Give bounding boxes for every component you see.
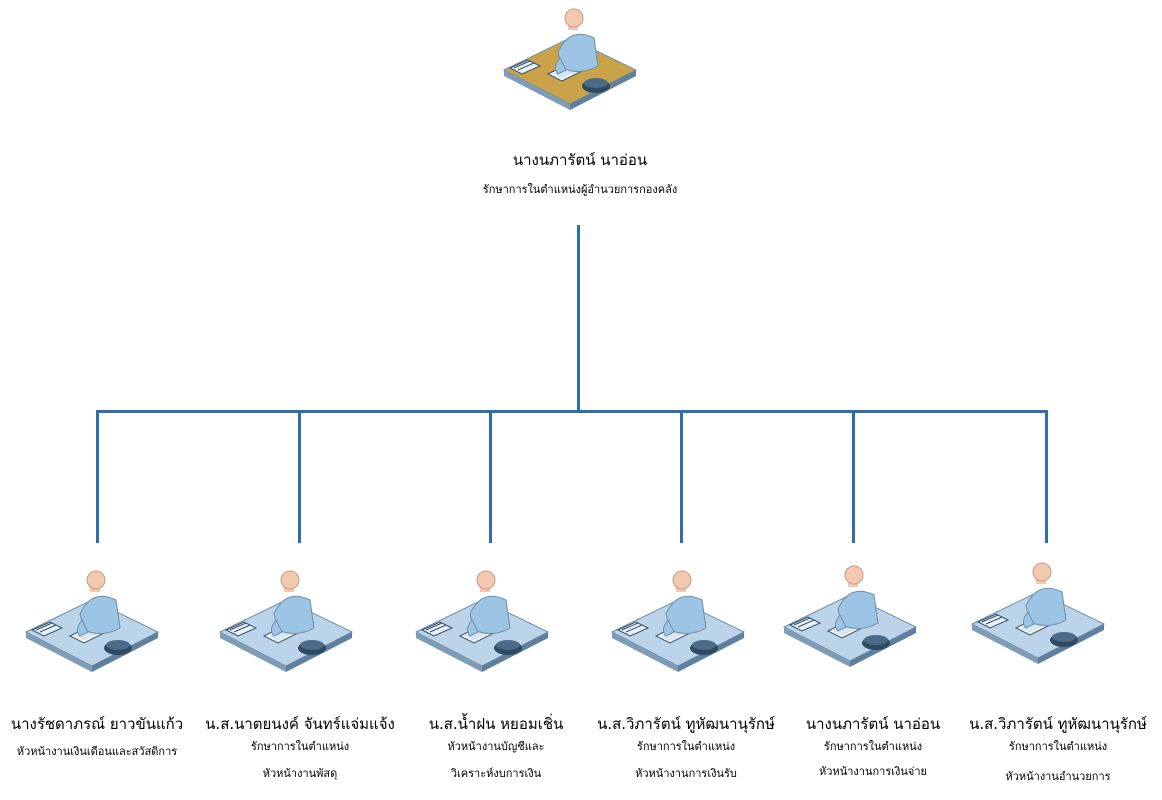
branch-connector <box>852 410 855 543</box>
branch-connector <box>96 410 99 543</box>
child-node-title-line: หัวหน้างานการเงินรับ <box>635 767 737 780</box>
branch-connector <box>298 410 301 543</box>
staff-desk-icon <box>218 570 354 672</box>
child-node-title-line: รักษาการในตำแหน่ง <box>1008 740 1108 753</box>
child-node-name: น.ส.นาตยนงค์ จันทร์แจ่มแจ้ง <box>205 715 395 733</box>
staff-desk-icon <box>970 562 1106 664</box>
branch-connector <box>680 410 683 543</box>
staff-desk-icon <box>782 565 918 667</box>
child-node-name: นางรัชดาภรณ์ ยาวขันแก้ว <box>10 715 184 733</box>
child-node-title-line: รักษาการในตำแหน่ง <box>250 740 350 753</box>
child-node-title-line: รักษาการในตำแหน่ง <box>636 740 736 753</box>
child-node-name: น.ส.น้ำฝน หยอมเชิ่น <box>428 715 564 733</box>
top-node-name: นางนภารัตน์ นาอ่อน <box>512 151 648 169</box>
branch-connector <box>489 410 492 543</box>
staff-desk-icon <box>610 570 746 672</box>
executive-desk-icon <box>502 8 638 110</box>
trunk-connector <box>577 225 580 411</box>
child-node-title-line: หัวหน้างานเงินเดือนและสวัสดิการ <box>16 745 178 758</box>
child-node-name: นางนภารัตน์ นาอ่อน <box>805 715 941 733</box>
child-node-title-line: หัวหน้างานการเงินจ่าย <box>819 765 927 778</box>
child-node-title-line: หัวหน้างานบัญชีและ <box>447 740 545 753</box>
staff-desk-icon <box>414 570 550 672</box>
child-node-title-line: หัวหน้างานพัสดุ <box>262 767 338 780</box>
child-node-title-line: วิเคราะห์งบการเงิน <box>450 767 542 780</box>
child-node-name: น.ส.วิภารัตน์ ทูหัฒนานุรักษ์ <box>597 715 775 733</box>
top-node-title: รักษาการในตำแหน่งผู้อำนวยการกองคลัง <box>482 183 678 196</box>
horizontal-bus-connector <box>96 410 1048 413</box>
child-node-title-line: รักษาการในตำแหน่ง <box>823 740 923 753</box>
branch-connector <box>1045 410 1048 543</box>
staff-desk-icon <box>24 570 160 672</box>
child-node-name: น.ส.วิภารัตน์ ทูหัฒนานุรักษ์ <box>969 715 1147 733</box>
child-node-title-line: หัวหน้างานอำนวยการ <box>1005 770 1111 783</box>
